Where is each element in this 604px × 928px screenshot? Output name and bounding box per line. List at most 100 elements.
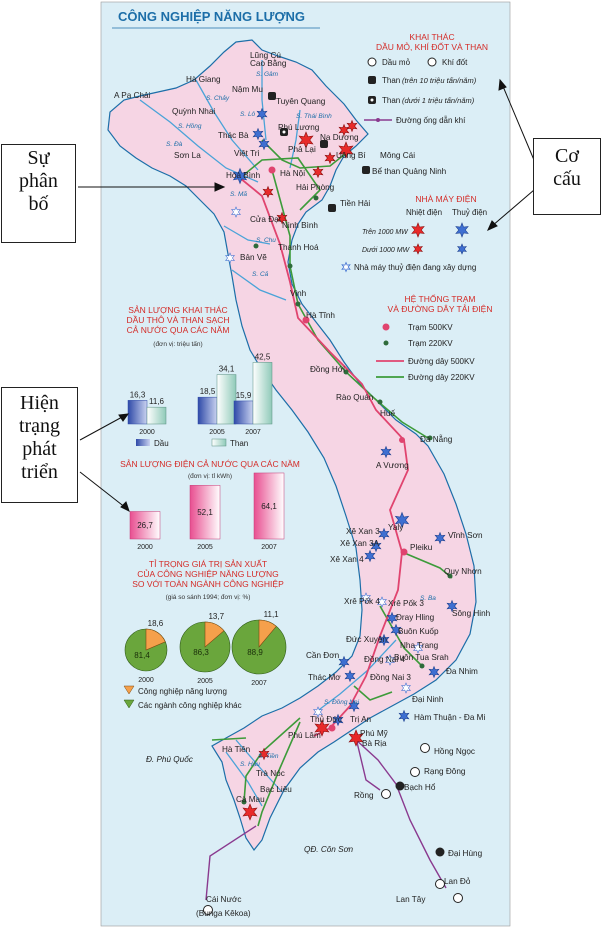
power-plant-icon <box>332 713 344 727</box>
bar-electricity <box>189 485 221 540</box>
hydro-over-1000-icon <box>455 222 469 238</box>
power-plant-icon <box>361 592 371 604</box>
gas-pipeline <box>353 737 447 889</box>
bar-value-label: 18,5 <box>200 387 216 396</box>
bar-value-label: 52,1 <box>197 508 213 517</box>
place-label: Tuyên Quang <box>276 97 326 106</box>
bar-value-label: 26,7 <box>137 521 153 530</box>
power-plant-icon <box>377 596 387 608</box>
place-label: Phú Lâm <box>288 731 321 740</box>
callout-status-line: trạng <box>18 415 61 437</box>
river-label: S. Tiền <box>258 751 279 760</box>
power-plant-icon <box>225 252 235 264</box>
place-label: Thanh Hoá <box>278 243 319 252</box>
place-label: Lan Tây <box>396 895 426 904</box>
place-label: Lũng Cú <box>250 51 281 60</box>
place-label: Xê Xan 3A <box>340 539 380 548</box>
legend-pipeline-label: Đường ống dẫn khí <box>396 116 466 125</box>
place-label: A Vương <box>376 461 409 470</box>
place-labels: Lũng Cú Cao Bằng Hà Giang A Pa Chải Nậm … <box>114 51 491 918</box>
power-plant-icon <box>398 709 410 723</box>
power-plant-icon <box>401 682 411 694</box>
category-label: 2007 <box>251 680 267 687</box>
bar-value-label: 34,1 <box>219 365 235 374</box>
bar-value-label: 16,3 <box>130 390 146 399</box>
power-plant-icon <box>242 803 258 821</box>
thermal-under-1000-icon <box>413 243 423 255</box>
power-plant-icon <box>338 141 354 159</box>
place-label: Rồng <box>354 791 374 800</box>
place-label: Vĩnh Sơn <box>448 531 483 540</box>
place-label: Đồng Hới <box>310 365 345 374</box>
place-label: Pleiku <box>410 543 433 552</box>
place-label: Nha Trang <box>400 641 439 650</box>
pie-slice-energy <box>204 621 225 648</box>
line-500kv <box>239 177 409 737</box>
power-plant-icon <box>385 654 395 666</box>
power-plant-icon <box>434 531 446 545</box>
power-plant-icon <box>370 539 382 553</box>
place-label: Phú Mỹ <box>360 729 389 738</box>
thermal-over-1000-icon <box>411 222 425 238</box>
place-label: Bạc Liêu <box>260 785 292 794</box>
power-plant-icon <box>413 642 423 654</box>
place-label: Phả Lại <box>288 145 316 154</box>
power-plant-icon <box>313 706 323 718</box>
callout-structure: Cơ cấu <box>533 138 601 215</box>
power-plants <box>225 107 458 821</box>
river-label: S. Đà <box>166 141 183 148</box>
place-label: Yaly <box>388 523 404 532</box>
bar-coal <box>252 362 273 425</box>
place-label: Hà Tiên <box>222 745 251 754</box>
place-label: Huế <box>380 409 395 418</box>
callout-status-line: phát <box>22 438 57 460</box>
place-label: Đại Hùng <box>448 849 483 858</box>
river-labels: S. Gâm S. Lô S. Hồng S. Chảy S. Đà S. Th… <box>166 71 436 768</box>
bar-value-label: 64,1 <box>261 502 277 511</box>
power-plant-icon <box>262 185 274 199</box>
legend-hydro-col: Thuỷ điện <box>452 208 487 217</box>
power-plant-icon <box>394 511 410 529</box>
river-label: S. Hậu <box>240 761 260 768</box>
river-label: S. Gâm <box>256 71 279 78</box>
place-label: Quy Nhơn <box>444 567 482 576</box>
place-label: Xrê Pốk 3 <box>388 599 424 608</box>
place-label: Rào Quán <box>336 393 374 402</box>
river-label: S. Chu <box>256 237 276 244</box>
legend-station500-label: Trạm 500KV <box>408 323 453 332</box>
place-label: Đồng Nai 3 <box>370 673 411 682</box>
place-label: Vinh <box>290 289 307 298</box>
place-label: Buôn Tua Srah <box>394 653 449 662</box>
power-plant-icon <box>314 719 330 737</box>
pie-slice-energy <box>258 619 277 648</box>
legend-plants-heading: NHÀ MÁY ĐIỆN <box>415 194 476 204</box>
callout-distribution: Sự phân bố <box>1 144 76 243</box>
pie-value-energy: 13,7 <box>208 612 224 621</box>
category-label: 2005 <box>209 429 225 436</box>
place-label: Buôn Kuốp <box>398 627 439 636</box>
place-label: Trà Nóc <box>256 769 285 778</box>
power-plant-icon <box>338 655 350 669</box>
power-plant-icon <box>344 669 356 683</box>
legend-plants: NHÀ MÁY ĐIỆN Nhiệt điện Thuỷ điện Trên 1… <box>341 194 487 273</box>
lines-220kv <box>211 139 453 827</box>
power-plant-icon <box>231 206 241 218</box>
callout-distribution-line: Sự <box>27 147 50 169</box>
category-label: 2000 <box>139 429 155 436</box>
bar-electricity <box>253 472 285 540</box>
bar-coal <box>146 406 167 425</box>
place-label: Thác Bà <box>218 131 249 140</box>
river-label: S. Cả <box>252 270 269 278</box>
power-plant-icon <box>258 137 270 151</box>
place-label: Cái Nước <box>206 895 241 904</box>
callout-distribution-line: bố <box>28 193 49 215</box>
legend-coal-big-note: (trên 10 triệu tấn/năm) <box>402 76 477 85</box>
river-label: S. Đồng Nai <box>324 697 360 706</box>
pie-value-energy: 18,6 <box>148 619 164 628</box>
bar-coal <box>216 374 237 425</box>
river-label: S. Ba <box>420 595 436 602</box>
vietnam-land <box>107 39 477 852</box>
